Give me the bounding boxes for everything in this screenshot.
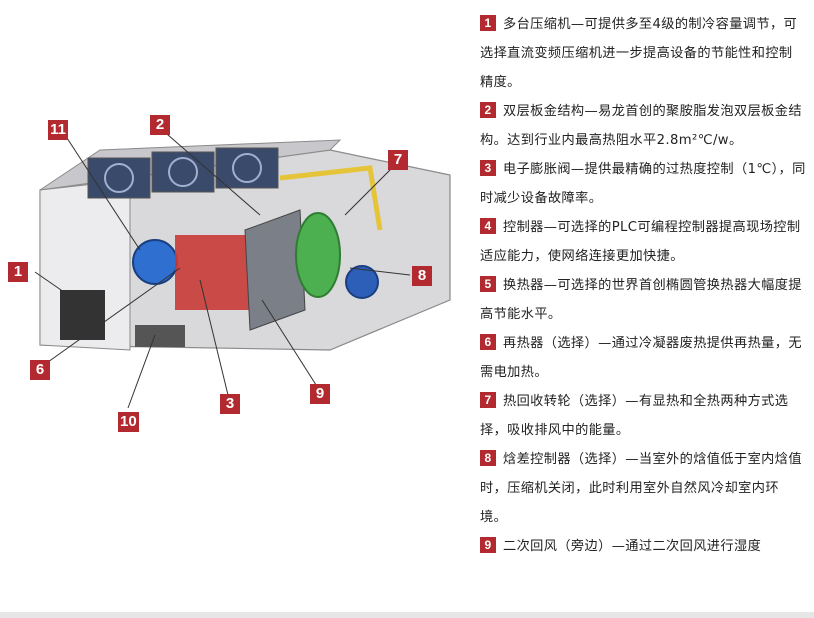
bottom-bar: [0, 612, 814, 618]
feature-number: 2: [480, 102, 496, 118]
feature-number: 7: [480, 392, 496, 408]
feature-text: 换热器—可选择的世界首创椭圆管换热器大幅度提高节能水平。: [480, 278, 802, 322]
heat-recovery-wheel: [295, 212, 341, 298]
blower: [345, 265, 379, 299]
feature-text: 双层板金结构—易龙首创的聚胺脂发泡双层板金结构。达到行业内最高热阻水平2.8m²…: [480, 104, 802, 148]
callout-9: 9: [310, 384, 330, 404]
condenser-fans: [87, 147, 279, 199]
callout-11: 11: [48, 120, 68, 140]
feature-number: 3: [480, 160, 496, 176]
reheat-coil: [175, 235, 250, 310]
feature-text: 热回收转轮（选择）—有显热和全热两种方式选择，吸收排风中的能量。: [480, 394, 789, 438]
callout-1: 1: [8, 262, 28, 282]
callout-7: 7: [388, 150, 408, 170]
feature-text: 控制器—可选择的PLC可编程控制器提高现场控制适应能力，使网络连接更加快捷。: [480, 220, 801, 264]
feature-text: 电子膨胀阀—提供最精确的过热度控制（1℃），同时减少设备故障率。: [480, 162, 806, 206]
callout-6: 6: [30, 360, 50, 380]
callout-3: 3: [220, 394, 240, 414]
blue-fan: [132, 239, 178, 285]
feature-number: 5: [480, 276, 496, 292]
callout-2: 2: [150, 115, 170, 135]
unit-cutaway-figure: 11 2 7 1 8 6 3 9 10: [8, 115, 451, 432]
feature-number: 1: [480, 15, 496, 31]
heat-exchanger: [244, 209, 306, 331]
feature-number: 6: [480, 334, 496, 350]
feature-text: 多台压缩机—可提供多至4级的制冷容量调节，可选择直流变频压缩机进一步提高设备的节…: [480, 17, 798, 90]
unit-cutaway-illustration: [34, 127, 451, 409]
feature-number: 4: [480, 218, 496, 234]
feature-text: 焓差控制器（选择）—当室外的焓值低于室内焓值时，压缩机关闭，此时利用室外自然风冷…: [480, 452, 802, 525]
compressors: [60, 290, 105, 340]
callout-10: 10: [118, 412, 139, 432]
feature-item: 9 二次回风（旁边）—通过二次回风进行湿度: [480, 532, 806, 561]
feature-number: 9: [480, 537, 496, 553]
feature-text: 二次回风（旁边）—通过二次回风进行湿度: [503, 539, 762, 554]
feature-number: 8: [480, 450, 496, 466]
control-box: [135, 325, 185, 347]
feature-text: 再热器（选择）—通过冷凝器废热提供再热量，无需电加热。: [480, 336, 802, 380]
callout-8: 8: [412, 266, 432, 286]
